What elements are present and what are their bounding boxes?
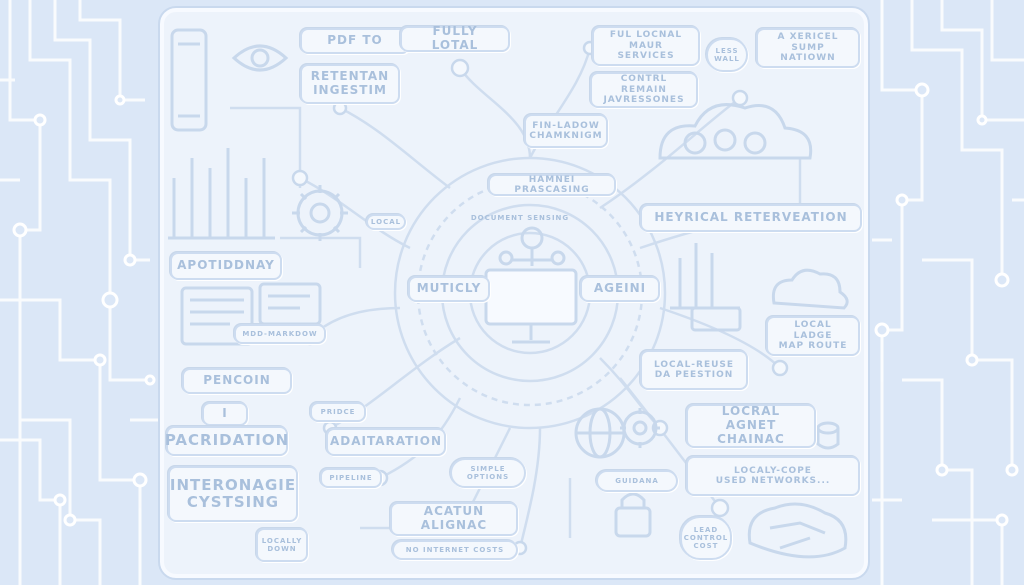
eye-icon xyxy=(231,44,289,72)
label-locally-down: LOCALLY DOWN xyxy=(256,528,308,562)
label-no-internet-costs: NO INTERNET COSTS xyxy=(392,540,518,560)
label-markdown: MDD-MARKDOW xyxy=(234,324,326,344)
gear-icon xyxy=(292,185,348,241)
label-action-alignment: ACATUN ALIGNAC xyxy=(390,502,518,536)
label-vertical-summarization: A XERICEL SUMP NATIOWN xyxy=(756,28,860,68)
server-icon xyxy=(670,243,742,332)
label-full-local-services: FUL LOCNAL MAUR SERVICES xyxy=(592,26,700,66)
label-pdf-to: PDF TO xyxy=(300,28,410,54)
label-i-marker: I xyxy=(202,402,248,426)
cloud-icon xyxy=(658,103,813,160)
label-apotidonay: APOTIDDNAY xyxy=(170,252,282,280)
label-fine-laddow: FIN-LADOW CHAMKNIGM xyxy=(524,114,608,148)
connection-network xyxy=(168,28,849,559)
lock-icon xyxy=(614,492,652,538)
label-local-large-map: LOCAL LADGE MAP ROUTE xyxy=(766,316,860,356)
building-icon xyxy=(168,148,275,240)
label-local-scope: LOCALY-COPE USED NETWORKS... xyxy=(686,456,860,496)
label-local-tag: LOCAL xyxy=(366,214,406,230)
phone-icon xyxy=(170,28,208,132)
label-pencon: PENCOIN xyxy=(182,368,292,394)
label-hybrid-retrieval: HEYRICAL RETERVEATION xyxy=(640,204,862,232)
label-center-ring: DOCUMENT SENSING xyxy=(470,213,570,222)
label-hybrid-processing: HAMNEI PRASCASING xyxy=(488,174,616,196)
label-less-wall: LESS WALL xyxy=(706,38,748,72)
label-lead-control: LEAD CONTROL COST xyxy=(680,516,732,560)
label-control-remain: CONTRL REMAIN JAVRESSONES xyxy=(590,72,698,108)
label-fully-local: FULLY LOTAL xyxy=(400,24,510,52)
label-guidance: GUIDANA xyxy=(596,470,678,492)
label-local-agent-chain: LOCRAL AGNET CHAINAC xyxy=(686,404,816,448)
label-multi: MUTICLY xyxy=(408,276,490,302)
label-pridge: PRIDCE xyxy=(310,402,366,422)
brain-icon xyxy=(747,502,848,559)
monitor-icon xyxy=(484,268,578,344)
right-circuit-border xyxy=(872,0,1024,585)
gear-icon xyxy=(620,408,660,448)
label-agent: AGEINI xyxy=(580,276,660,302)
network-node-icon xyxy=(498,226,566,266)
diagram-panel: PDF TO RETENTAN INGESTIM FULLY LOTAL FUL… xyxy=(158,6,870,580)
label-retention-ingestion: RETENTAN INGESTIM xyxy=(300,64,400,104)
database-icon xyxy=(816,421,840,450)
label-pipeline: PIPELINE xyxy=(320,468,382,488)
globe-icon xyxy=(574,407,626,459)
label-pacridation: PACRIDATION xyxy=(165,426,288,456)
label-local-reuse: LOCAL-REUSE DA PEESTION xyxy=(640,350,748,390)
cloud-icon xyxy=(771,268,849,310)
label-simple-options: SIMPLE OPTIONS xyxy=(450,458,526,488)
left-circuit-border xyxy=(0,0,158,585)
label-adaitaration: ADAITARATION xyxy=(326,428,446,456)
label-interoperable-systems: INTERONAGIE CYSTSING xyxy=(168,466,298,522)
